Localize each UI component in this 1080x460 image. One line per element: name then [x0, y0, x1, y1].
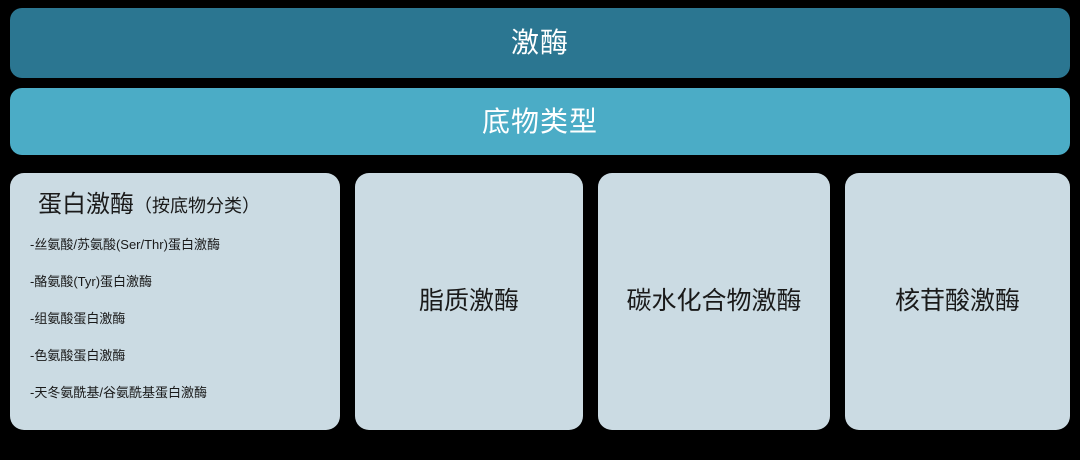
diagram-root-node: 激酶	[10, 8, 1070, 78]
card-nucleotide-kinase: 核苷酸激酶	[845, 173, 1070, 430]
card-carbohydrate-kinase: 碳水化合物激酶	[598, 173, 830, 430]
card-carbohydrate-kinase-title: 碳水化合物激酶	[626, 286, 802, 315]
diagram-card-row: 蛋白激酶（按底物分类） -丝氨酸/苏氨酸(Ser/Thr)蛋白激酶 -酪氨酸(T…	[0, 173, 1080, 430]
diagram-criterion-label: 底物类型	[481, 105, 598, 137]
list-item: -组氨酸蛋白激酶	[30, 310, 126, 326]
list-item: -丝氨酸/苏氨酸(Ser/Thr)蛋白激酶	[30, 236, 220, 252]
card-protein-kinase-list: -丝氨酸/苏氨酸(Ser/Thr)蛋白激酶 -酪氨酸(Tyr)蛋白激酶 -组氨酸…	[24, 226, 326, 411]
list-item: -色氨酸蛋白激酶	[30, 347, 126, 363]
card-protein-kinase-title-main: 蛋白激酶	[38, 191, 134, 218]
card-nucleotide-kinase-title: 核苷酸激酶	[894, 286, 1020, 315]
card-protein-kinase-title: 蛋白激酶（按底物分类）	[38, 191, 326, 220]
diagram-root-label: 激酶	[510, 27, 569, 58]
list-item: -酪氨酸(Tyr)蛋白激酶	[30, 273, 153, 289]
card-lipid-kinase: 脂质激酶	[355, 173, 583, 430]
list-item: -天冬氨酰基/谷氨酰基蛋白激酶	[30, 384, 207, 400]
card-lipid-kinase-title: 脂质激酶	[418, 286, 519, 315]
card-protein-kinase: 蛋白激酶（按底物分类） -丝氨酸/苏氨酸(Ser/Thr)蛋白激酶 -酪氨酸(T…	[10, 173, 340, 430]
card-protein-kinase-title-suffix: （按底物分类）	[134, 196, 260, 216]
diagram-criterion-node: 底物类型	[10, 88, 1070, 155]
